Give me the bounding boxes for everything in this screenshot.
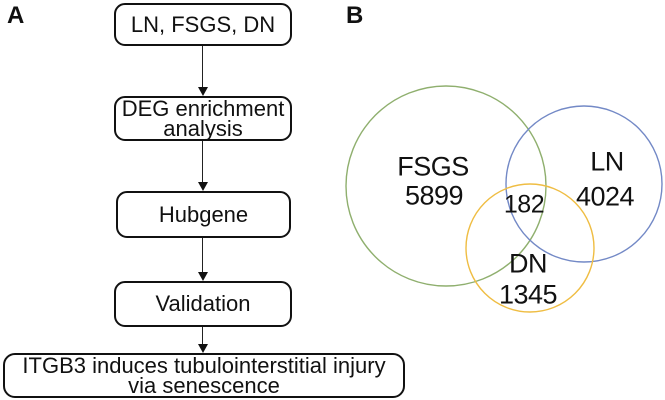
arrow-head-icon xyxy=(197,272,208,281)
flowchart-box-deg-enrichment: DEG enrichment analysis xyxy=(114,96,292,141)
arrow-line xyxy=(202,327,204,346)
flowchart-box-hubgene-text: Hubgene xyxy=(158,201,249,227)
flowchart-arrow-2 xyxy=(197,141,209,191)
flowchart-box-conclusion: ITGB3 induces tubulointerstitial injury … xyxy=(3,353,405,398)
flowchart-box-conclusion-line2: via senescence xyxy=(128,372,280,398)
flowchart-box-hubgene: Hubgene xyxy=(116,191,291,238)
flowchart-arrow-3 xyxy=(197,238,209,281)
panel-a-label: A xyxy=(7,2,25,29)
arrow-head-icon xyxy=(197,182,208,191)
arrow-line xyxy=(202,238,204,274)
venn-label-fsgs: FSGS xyxy=(397,151,469,182)
venn-overlap-count: 182 xyxy=(503,190,545,219)
flowchart-arrow-1 xyxy=(197,46,209,96)
venn-label-ln: LN xyxy=(590,146,624,177)
venn-circle-ln xyxy=(505,105,663,263)
arrow-line xyxy=(202,141,204,184)
flowchart-box-conclusion-line1: ITGB3 induces tubulointerstitial injury xyxy=(22,352,386,378)
flowchart-box-input-datasets: LN, FSGS, DN xyxy=(114,3,292,46)
venn-circle-dn xyxy=(465,183,595,313)
arrow-line xyxy=(202,46,204,89)
venn-count-dn: 1345 xyxy=(498,279,558,310)
venn-label-dn: DN xyxy=(509,248,548,279)
arrow-head-icon xyxy=(197,344,208,353)
flowchart-arrow-4 xyxy=(197,327,209,353)
flowchart-box-deg-enrichment-line2: analysis xyxy=(163,115,243,141)
venn-count-ln: 4024 xyxy=(575,181,635,212)
venn-count-fsgs: 5899 xyxy=(404,180,464,211)
arrow-head-icon xyxy=(197,87,208,96)
flowchart-box-validation: Validation xyxy=(114,281,292,327)
panel-b-label: B xyxy=(346,2,364,29)
flowchart-box-deg-enrichment-line1: DEG enrichment xyxy=(121,95,285,121)
flowchart-box-validation-text: Validation xyxy=(155,291,251,316)
flowchart-box-input-datasets-text: LN, FSGS, DN xyxy=(130,11,276,37)
